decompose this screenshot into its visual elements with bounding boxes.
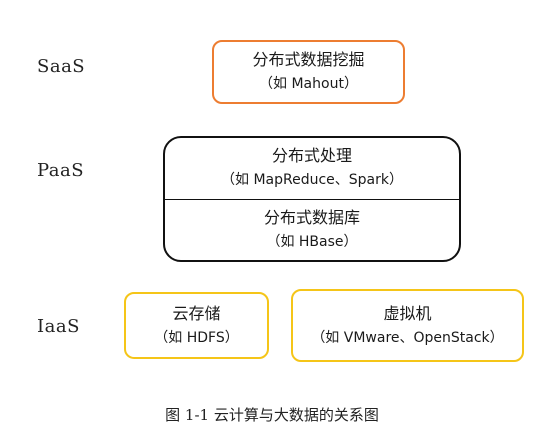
paas-database-section: 分布式数据库 （如 HBase） bbox=[165, 200, 459, 261]
iaas-vm-subtitle: （如 VMware、OpenStack） bbox=[311, 329, 504, 346]
iaas-vm-title: 虚拟机 bbox=[383, 303, 432, 323]
iaas-cloud-storage-box: 云存储 （如 HDFS） bbox=[124, 292, 269, 359]
paas-divider bbox=[165, 198, 459, 200]
layer-label-iaas: IaaS bbox=[37, 316, 80, 337]
paas-processing-title: 分布式处理 bbox=[271, 146, 352, 166]
saas-box-subtitle: （如 Mahout） bbox=[259, 76, 358, 92]
paas-box: 分布式处理 （如 MapReduce、Spark） 分布式数据库 （如 HBas… bbox=[163, 136, 461, 262]
iaas-virtual-machine-box: 虚拟机 （如 VMware、OpenStack） bbox=[291, 289, 524, 362]
paas-database-subtitle: （如 HBase） bbox=[266, 233, 358, 250]
saas-box-title: 分布式数据挖掘 bbox=[252, 50, 365, 69]
paas-processing-section: 分布式处理 （如 MapReduce、Spark） bbox=[165, 138, 459, 199]
paas-database-title: 分布式数据库 bbox=[263, 207, 360, 227]
layer-label-saas: SaaS bbox=[37, 56, 86, 77]
paas-processing-subtitle: （如 MapReduce、Spark） bbox=[221, 172, 403, 189]
iaas-storage-title: 云存储 bbox=[172, 303, 221, 323]
saas-data-mining-box: 分布式数据挖掘 （如 Mahout） bbox=[212, 40, 405, 104]
figure-caption: 图 1-1 云计算与大数据的关系图 bbox=[165, 406, 379, 424]
iaas-storage-subtitle: （如 HDFS） bbox=[154, 329, 239, 346]
layer-label-paas: PaaS bbox=[37, 160, 85, 181]
